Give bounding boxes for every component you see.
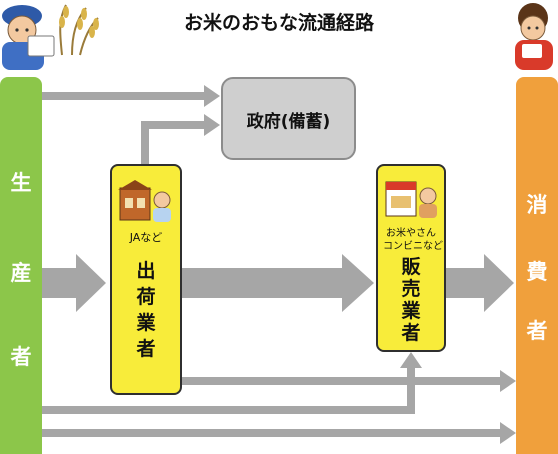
government-label: 政府(備蓄) xyxy=(246,112,331,132)
arrow-shipper-to-consumer xyxy=(182,370,516,392)
arrow-producer-to-government xyxy=(42,85,220,107)
retailer-label: 販 売 業 者 xyxy=(378,256,444,344)
diagram-title: お米のおもな流通経路 xyxy=(183,12,374,34)
producer-column: 生 産 者 xyxy=(0,77,42,454)
consumer-char-2: 費 xyxy=(526,260,548,284)
arrow-producer-to-retailer xyxy=(42,352,422,414)
retailer-char-1: 販 xyxy=(401,256,421,278)
shipper-char-4: 者 xyxy=(136,338,156,360)
arrow-producer-to-consumer xyxy=(42,422,516,444)
government-box: 政府(備蓄) xyxy=(221,77,356,160)
retailer-sub-label-1: お米やさん xyxy=(386,228,436,239)
retailer-char-2: 売 xyxy=(401,278,421,300)
arrow-shipper-to-government xyxy=(141,114,220,165)
retailer-sub-label-2: コンビニなど xyxy=(383,241,443,252)
producer-char-1: 生 xyxy=(10,171,32,195)
arrow-shipper-to-retailer xyxy=(182,254,374,312)
consumer-char-3: 者 xyxy=(526,319,548,343)
producer-char-3: 者 xyxy=(10,345,32,369)
producer-char-2: 産 xyxy=(10,261,32,285)
shop-icon xyxy=(385,181,437,218)
retailer-box: お米やさん コンビニなど 販 売 業 者 xyxy=(376,164,446,352)
consumer-char-1: 消 xyxy=(526,193,548,217)
consumer-column: 消 費 者 xyxy=(516,77,558,454)
shipper-char-1: 出 xyxy=(136,260,156,282)
arrow-producer-to-shipper xyxy=(42,254,106,312)
shipper-label: 出 荷 業 者 xyxy=(112,258,180,362)
shipper-box: JAなど 出 荷 業 者 xyxy=(110,164,182,395)
shipper-char-2: 荷 xyxy=(136,286,156,308)
warehouse-icon xyxy=(118,180,171,222)
retailer-char-4: 者 xyxy=(401,322,421,344)
shipper-char-3: 業 xyxy=(136,312,156,334)
shipper-sub-label: JAなど xyxy=(129,231,163,244)
retailer-char-3: 業 xyxy=(401,300,421,322)
